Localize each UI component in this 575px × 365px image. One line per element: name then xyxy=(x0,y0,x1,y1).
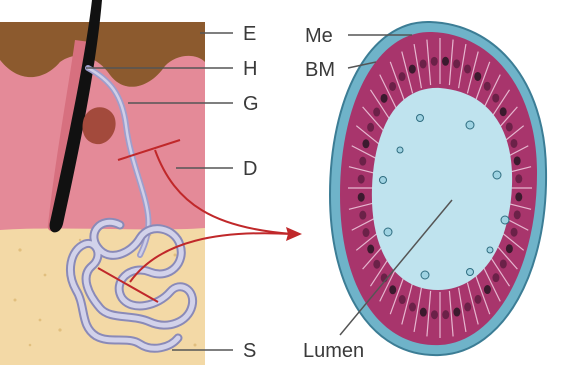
skin-section xyxy=(0,0,205,365)
cell-nucleus xyxy=(492,94,499,103)
cell-nucleus xyxy=(484,285,491,294)
cell-nucleus xyxy=(389,285,396,294)
cell-nucleus xyxy=(358,175,365,184)
cell-nucleus xyxy=(515,174,522,183)
arrow-head xyxy=(286,227,302,241)
label-dermis: D xyxy=(243,158,257,180)
cell-nucleus xyxy=(409,65,416,74)
cell-nucleus xyxy=(500,259,507,268)
cell-nucleus xyxy=(389,82,396,91)
cell-nucleus xyxy=(373,108,380,117)
cell-nucleus xyxy=(399,295,406,304)
label-lumen: Lumen xyxy=(303,340,364,362)
cell-nucleus xyxy=(420,308,427,317)
cell-nucleus xyxy=(362,139,369,148)
cell-nucleus xyxy=(431,310,438,319)
cell-nucleus xyxy=(381,94,388,103)
label-gland-duct: G xyxy=(243,93,259,115)
cell-nucleus xyxy=(506,122,513,131)
label-epidermis: E xyxy=(243,23,256,45)
cell-nucleus xyxy=(464,302,471,311)
cell-nucleus xyxy=(515,192,522,201)
cell-nucleus xyxy=(359,211,366,220)
cell-nucleus xyxy=(399,72,406,81)
cell-nucleus xyxy=(367,245,374,254)
cell-nucleus xyxy=(500,107,507,116)
cell-nucleus xyxy=(506,244,513,253)
label-myoepithelium: Me xyxy=(305,25,333,47)
label-hair: H xyxy=(243,58,257,80)
cell-nucleus xyxy=(363,228,370,237)
cell-nucleus xyxy=(373,260,380,269)
cell-nucleus xyxy=(492,273,499,282)
cell-nucleus xyxy=(420,59,427,68)
cell-nucleus xyxy=(464,64,471,73)
cell-nucleus xyxy=(431,57,438,66)
cell-nucleus xyxy=(359,157,366,166)
cell-nucleus xyxy=(409,303,416,312)
cell-nucleus xyxy=(367,123,374,132)
cell-nucleus xyxy=(514,156,521,165)
label-basement-membrane: BM xyxy=(305,59,335,81)
cell-nucleus xyxy=(514,210,521,219)
cell-nucleus xyxy=(442,57,449,66)
gland-cross-section xyxy=(330,22,546,355)
cell-nucleus xyxy=(474,72,481,81)
cell-nucleus xyxy=(453,59,460,68)
cell-nucleus xyxy=(358,193,365,202)
cell-nucleus xyxy=(484,82,491,91)
cell-nucleus xyxy=(510,139,517,148)
label-subcutis: S xyxy=(243,340,256,362)
cell-nucleus xyxy=(511,228,518,237)
cell-nucleus xyxy=(442,310,449,319)
cell-nucleus xyxy=(453,308,460,317)
cell-nucleus xyxy=(474,295,481,304)
